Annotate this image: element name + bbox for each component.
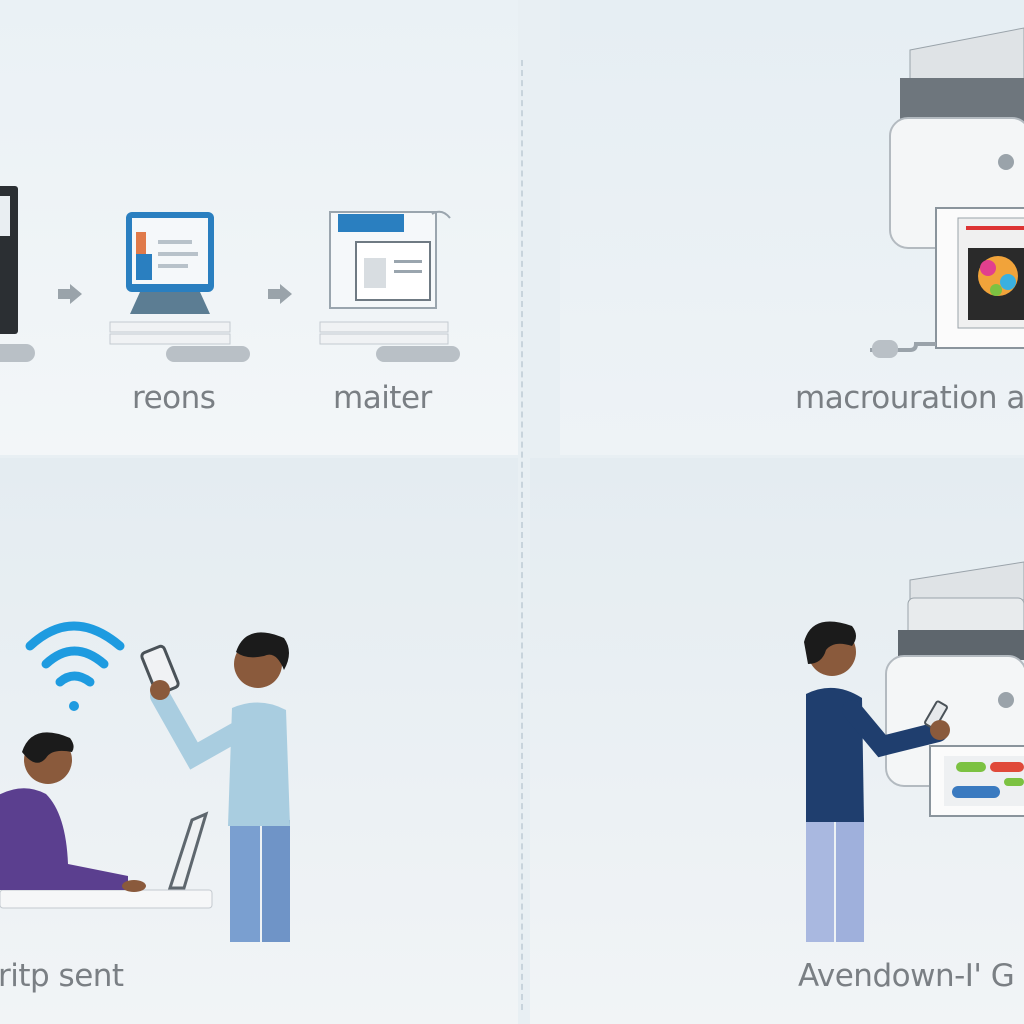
printer-icon	[870, 27, 1024, 358]
person-with-laptop	[0, 732, 213, 909]
bottom-left-label: ritp sent	[0, 958, 124, 994]
arrow-right-icon	[268, 284, 292, 304]
bottom-right-label: Avendown-I' G	[798, 958, 1015, 994]
step-three-label: maiter	[333, 380, 432, 416]
arrow-right-icon	[58, 284, 82, 304]
computer-icon	[109, 212, 250, 362]
document-window-icon	[319, 210, 460, 362]
wifi-icon	[25, 621, 125, 711]
printer-icon	[885, 561, 1024, 817]
top-right-label: macrouration a	[795, 380, 1024, 416]
computer-icon	[0, 186, 35, 362]
person-at-printer	[804, 621, 950, 942]
divider	[521, 60, 523, 1010]
person-with-phone	[140, 632, 290, 942]
step-two-label: reons	[132, 380, 216, 416]
